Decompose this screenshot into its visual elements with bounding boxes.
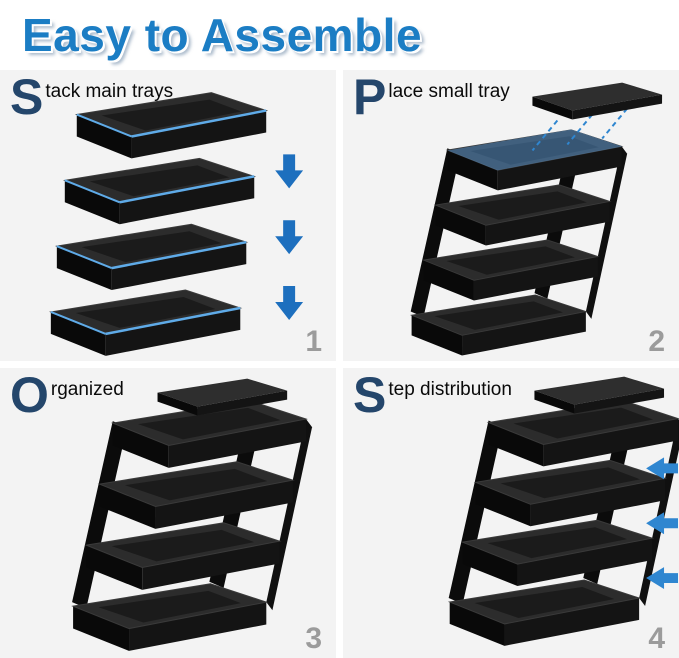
step-letter: O xyxy=(10,367,49,423)
dashed-guide-line xyxy=(601,107,628,140)
left-arrow-icon xyxy=(646,511,679,534)
step-caption: P lace small tray xyxy=(353,70,510,125)
main-tray xyxy=(57,224,246,290)
tray-unit xyxy=(449,400,679,645)
step-letter: S xyxy=(353,367,387,423)
panel-stack-main-trays: S tack main trays 1 xyxy=(0,70,336,361)
page-title: Easy to Assemble xyxy=(22,9,423,61)
step-letter: P xyxy=(353,70,387,125)
panel-step-distribution: S tep distribution 4 xyxy=(343,367,679,658)
tray-unit xyxy=(72,400,312,650)
small-tray xyxy=(532,82,663,120)
dashed-guide-line xyxy=(566,113,594,146)
place-small-tray-illustration xyxy=(343,82,663,361)
down-arrow-icon xyxy=(275,220,304,255)
step-caption: S tep distribution xyxy=(353,367,512,423)
step-caption: S tack main trays xyxy=(10,70,174,125)
step-caption: O rganized xyxy=(10,367,124,423)
blue-highlight-top xyxy=(447,129,623,171)
panel-organized: O rganized 3 xyxy=(0,367,336,658)
down-arrow-icon xyxy=(275,154,304,189)
down-arrow-icon xyxy=(275,286,304,320)
main-tray xyxy=(51,290,240,356)
main-tray xyxy=(65,158,254,224)
step-number: 3 xyxy=(305,622,322,655)
step-number: 2 xyxy=(648,324,665,358)
steps-grid: S tack main trays 1 P lace small tray xyxy=(0,70,679,658)
dashed-guide-line xyxy=(531,119,559,152)
step-label: tack main trays xyxy=(45,81,174,102)
step-label: lace small tray xyxy=(388,81,510,102)
step-label: tep distribution xyxy=(388,378,512,400)
title-band: Easy to Assemble xyxy=(0,0,679,70)
step-label: rganized xyxy=(50,378,124,400)
step-number: 1 xyxy=(305,324,322,358)
step-number: 4 xyxy=(648,622,665,655)
step-letter: S xyxy=(10,70,44,125)
panel-place-small-tray: P lace small tray 2 xyxy=(343,70,679,361)
